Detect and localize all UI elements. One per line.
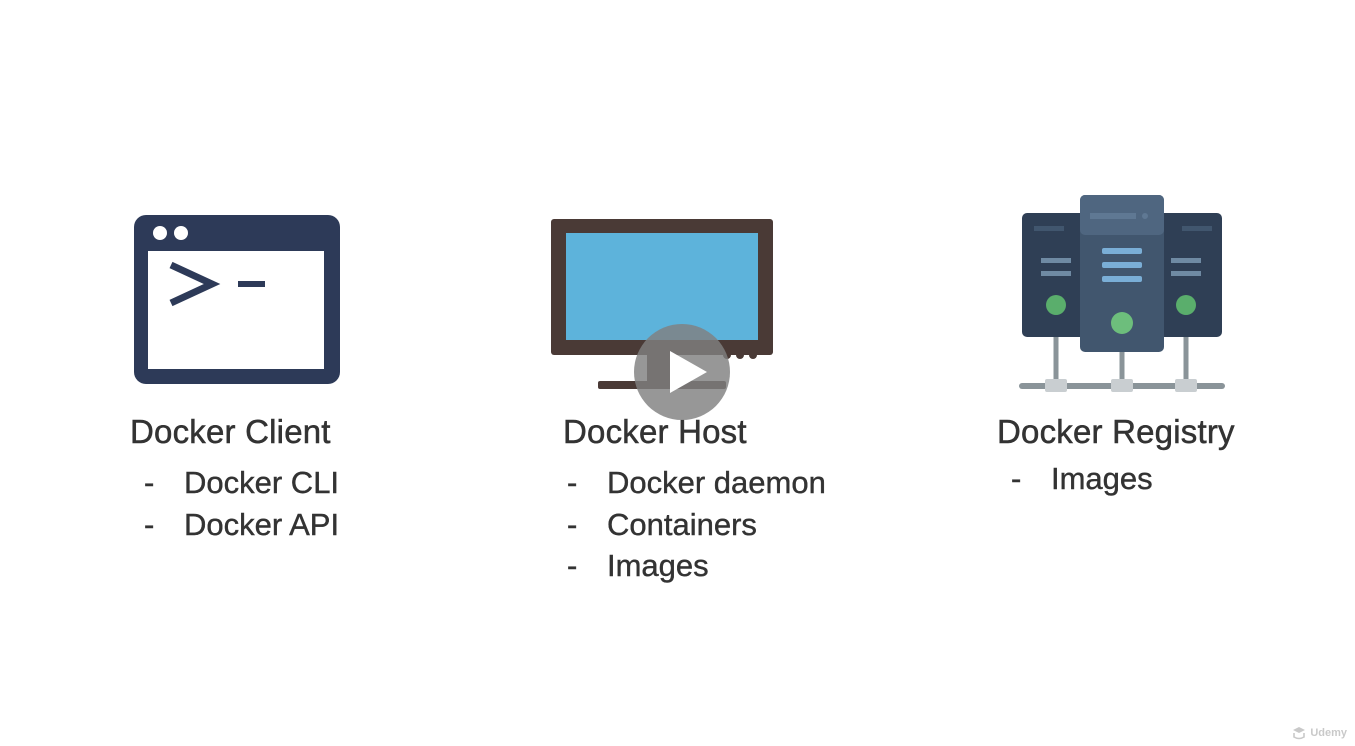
watermark-text: Udemy	[1310, 727, 1347, 739]
terminal-window-icon	[134, 215, 340, 384]
list-item-text: Containers	[607, 506, 757, 542]
docker-client-title: Docker Client	[130, 413, 331, 451]
watermark: Udemy	[1291, 724, 1347, 742]
list-item-text: Images	[1051, 461, 1153, 496]
bullet-dash: -	[1011, 461, 1022, 496]
bullet-dash: -	[567, 506, 578, 542]
play-icon	[670, 351, 707, 393]
udemy-logo-icon	[1293, 727, 1306, 740]
list-item-text: Images	[607, 548, 709, 583]
bullet-dash: -	[144, 465, 155, 500]
bullet-dash: -	[567, 465, 578, 500]
list-item-text: Docker API	[184, 506, 340, 542]
docker-host-title: Docker Host	[563, 413, 747, 451]
bullet-dash: -	[567, 548, 578, 583]
docker-registry-title: Docker Registry	[997, 413, 1235, 451]
list-item-text: Docker CLI	[184, 465, 340, 500]
bullet-dash: -	[144, 506, 155, 542]
server-rack-icon	[1019, 195, 1225, 395]
list-item-text: Docker daemon	[607, 465, 826, 500]
play-button[interactable]	[634, 324, 730, 420]
